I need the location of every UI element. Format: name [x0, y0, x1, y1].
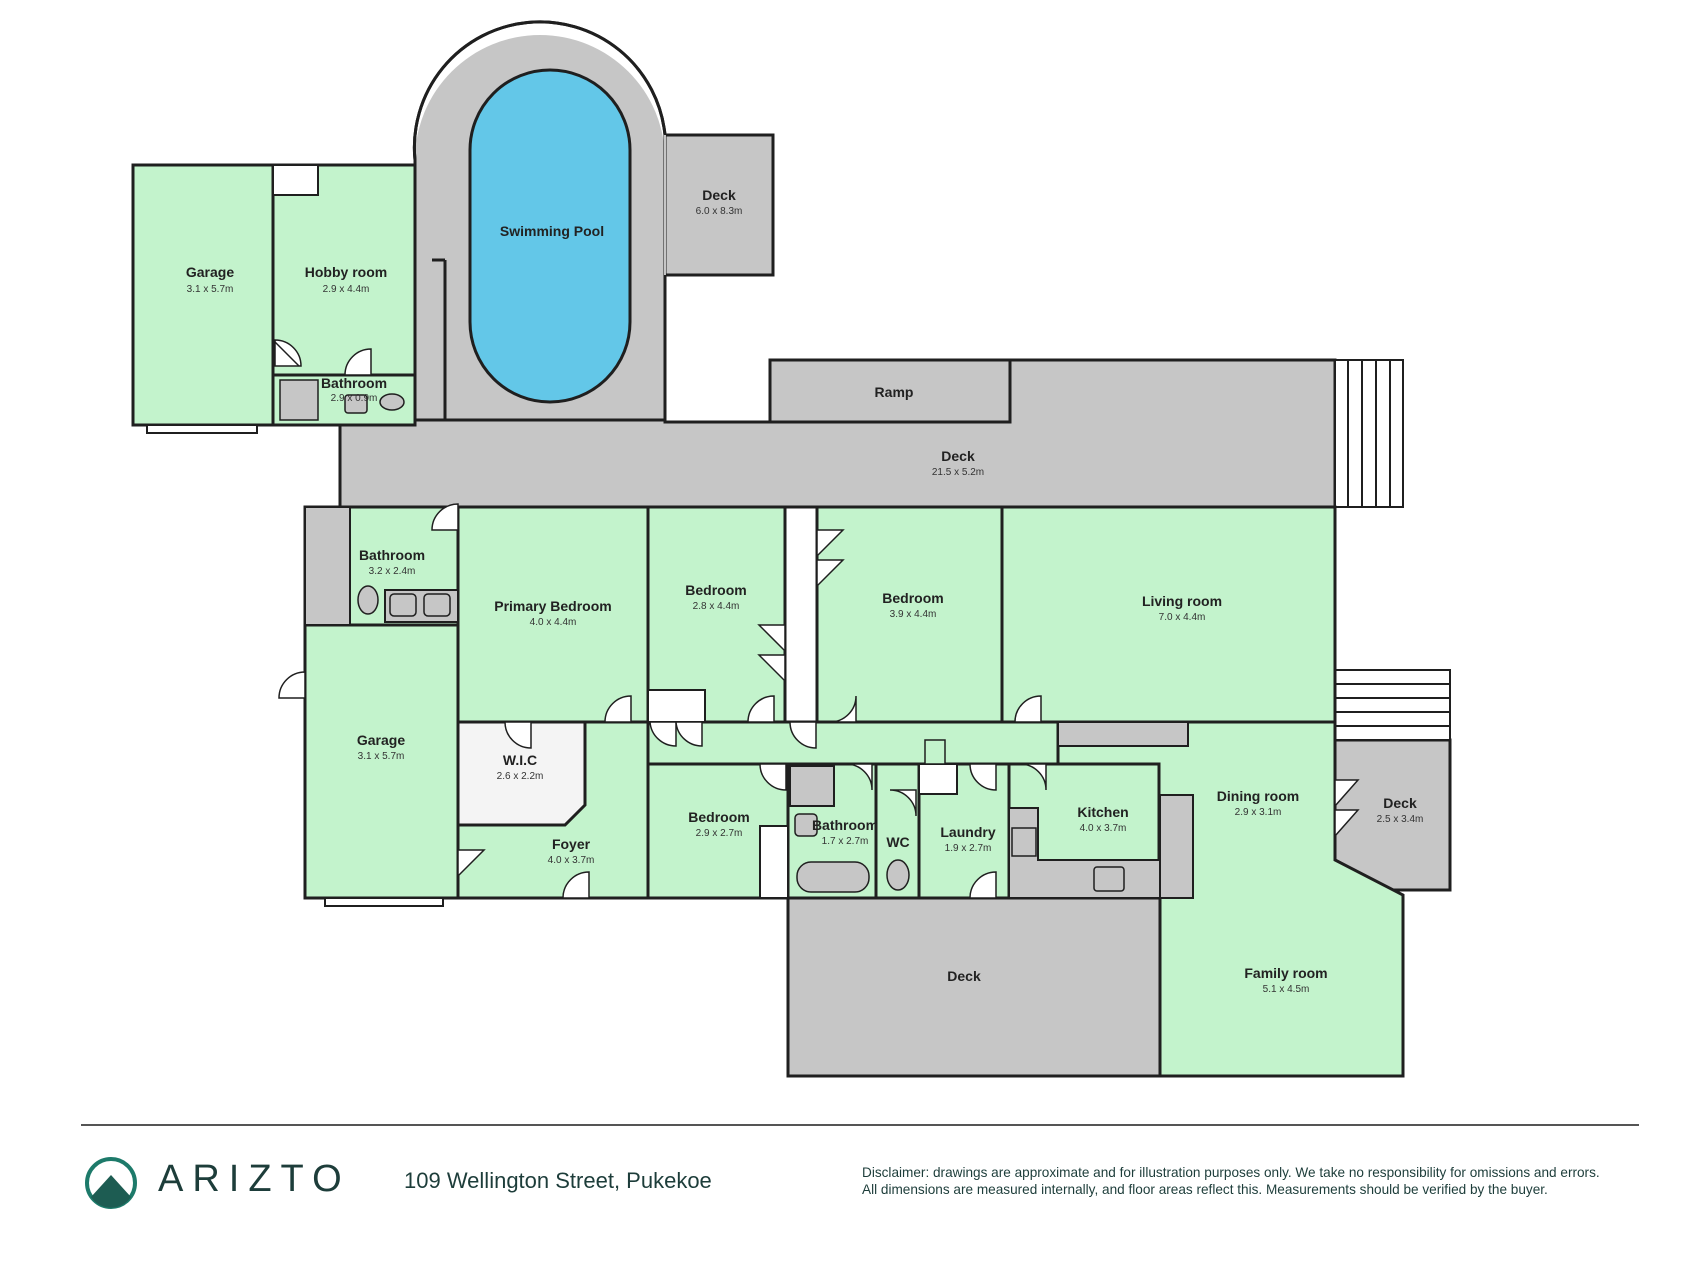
- dims-family: 5.1 x 4.5m: [1263, 984, 1310, 995]
- toilet-wc-icon: [886, 859, 910, 891]
- label-bath-left: Bathroom: [359, 547, 425, 563]
- toilet-left-icon: [357, 585, 379, 615]
- room-hobby: [271, 163, 417, 377]
- swimming-pool: [468, 68, 632, 404]
- dims-bath-left: 3.2 x 2.4m: [369, 566, 416, 577]
- label-laundry: Laundry: [940, 824, 995, 840]
- dims-garage-top: 3.1 x 5.7m: [187, 284, 234, 295]
- dims-hobby: 2.9 x 4.4m: [323, 284, 370, 295]
- stove-icon: [1011, 827, 1037, 857]
- room-bed2: [815, 505, 1004, 724]
- dims-laundry: 1.9 x 2.7m: [945, 843, 992, 854]
- wardrobe-strip: [783, 505, 819, 724]
- label-family: Family room: [1244, 965, 1327, 981]
- deck-pool: [663, 133, 775, 277]
- dims-deck-pool: 6.0 x 8.3m: [696, 206, 743, 217]
- kitchen-island: [1159, 794, 1194, 899]
- room-wic: [456, 720, 587, 827]
- dims-garage-bottom: 3.1 x 5.7m: [358, 751, 405, 762]
- steps-top: [1334, 359, 1404, 508]
- kitchen-sink-icon: [1093, 866, 1125, 892]
- sink-top-icon: [344, 394, 368, 414]
- label-garage-bottom: Garage: [357, 732, 405, 748]
- label-dining: Dining room: [1217, 788, 1299, 804]
- property-address: 109 Wellington Street, Pukekoe: [404, 1168, 712, 1193]
- dims-bed2: 3.9 x 4.4m: [890, 609, 937, 620]
- dims-deck-right: 2.5 x 3.4m: [1377, 814, 1424, 825]
- room-garage-bottom: [303, 623, 460, 900]
- label-wic: W.I.C: [503, 752, 537, 768]
- arizto-logo-icon: [85, 1157, 137, 1209]
- label-bath-mid: Bathroom: [812, 817, 878, 833]
- brand-name: ARIZTO: [158, 1158, 351, 1200]
- closet-bed3: [759, 825, 789, 899]
- label-deck-bottom: Deck: [947, 968, 981, 984]
- label-kitchen: Kitchen: [1077, 804, 1128, 820]
- garage-door-top: [146, 424, 258, 434]
- door-swings: [272, 339, 1360, 899]
- closet-hall: [647, 689, 706, 723]
- label-wc: WC: [886, 834, 909, 850]
- floor-plan: Garage 3.1 x 5.7m Hobby room 2.9 x 4.4m …: [131, 20, 1452, 1078]
- garage-door-bottom: [324, 897, 444, 907]
- dims-bed3: 2.9 x 2.7m: [696, 828, 743, 839]
- dims-bath-mid: 1.7 x 2.7m: [822, 836, 869, 847]
- toilet-top-icon: [379, 393, 405, 411]
- shower-left: [304, 506, 351, 626]
- bench-dining: [1057, 721, 1189, 747]
- dims-bath-top: 2.9 x 0.9m: [331, 393, 378, 404]
- label-living: Living room: [1142, 593, 1222, 609]
- ramp: [768, 358, 1012, 424]
- label-garage-top: Garage: [186, 264, 234, 280]
- sink-left-a-icon: [389, 593, 417, 617]
- bath-tub-icon: [796, 861, 870, 893]
- disclaimer-line-2: All dimensions are measured internally, …: [862, 1182, 1548, 1197]
- footer-divider: [81, 1124, 1639, 1126]
- label-ramp: Ramp: [875, 384, 914, 400]
- steps-right: [1334, 669, 1451, 741]
- dims-wic: 2.6 x 2.2m: [497, 771, 544, 782]
- fixtures: [304, 506, 1194, 899]
- shower-mid: [789, 765, 835, 807]
- deck-bottom: [786, 896, 1162, 1078]
- dims-kitchen: 4.0 x 3.7m: [1080, 823, 1127, 834]
- room-primary: [456, 505, 650, 724]
- label-bed2: Bedroom: [882, 590, 943, 606]
- label-hobby: Hobby room: [305, 264, 387, 280]
- label-bed3: Bedroom: [688, 809, 749, 825]
- disclaimer-line-1: Disclaimer: drawings are approximate and…: [862, 1165, 1600, 1180]
- label-foyer: Foyer: [552, 836, 591, 852]
- label-primary: Primary Bedroom: [494, 598, 611, 614]
- closet-hobby: [272, 164, 319, 196]
- sink-left-b-icon: [423, 593, 451, 617]
- dims-primary: 4.0 x 4.4m: [530, 617, 577, 628]
- label-bath-top: Bathroom: [321, 375, 387, 391]
- room-bed1: [646, 505, 787, 724]
- shower-top-icon: [279, 379, 319, 421]
- label-deck-pool: Deck: [702, 187, 736, 203]
- label-deck-right: Deck: [1383, 795, 1417, 811]
- dims-bed1: 2.8 x 4.4m: [693, 601, 740, 612]
- dims-deck-main: 21.5 x 5.2m: [932, 467, 984, 478]
- label-pool: Swimming Pool: [500, 223, 604, 239]
- label-bed1: Bedroom: [685, 582, 746, 598]
- dims-living: 7.0 x 4.4m: [1159, 612, 1206, 623]
- label-deck-main: Deck: [941, 448, 975, 464]
- dims-dining: 2.9 x 3.1m: [1235, 807, 1282, 818]
- room-garage-top: [131, 163, 275, 427]
- sink-mid-icon: [794, 813, 818, 837]
- closet-laundry: [918, 763, 958, 795]
- disclaimer: Disclaimer: drawings are approximate and…: [862, 1164, 1652, 1198]
- dims-foyer: 4.0 x 3.7m: [548, 855, 595, 866]
